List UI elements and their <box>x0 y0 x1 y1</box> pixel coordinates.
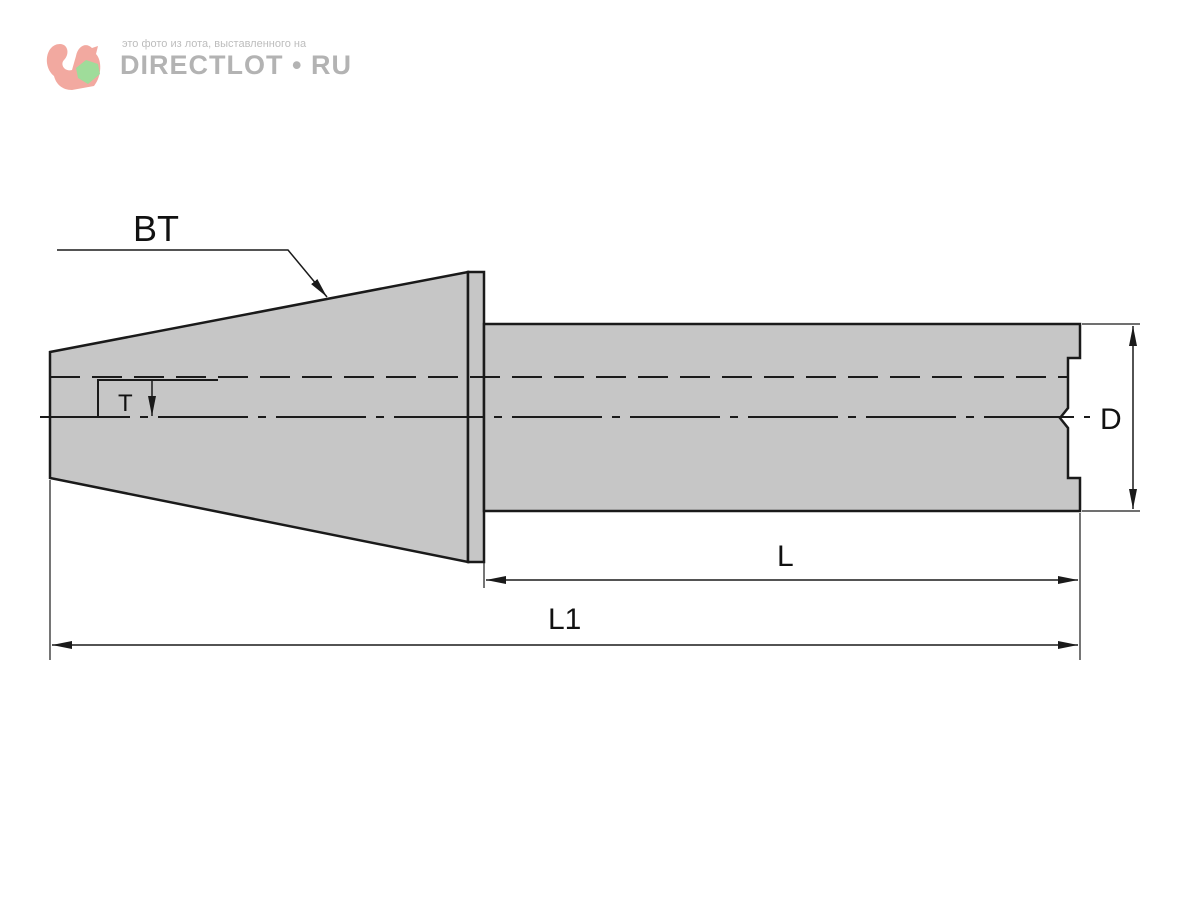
taper-leader <box>57 249 328 298</box>
watermark: это фото из лота, выставленного на DIREC… <box>42 36 351 96</box>
offset-bracket <box>97 379 218 417</box>
offset-label: T <box>118 390 133 417</box>
total-length-label: L1 <box>548 603 581 636</box>
watermark-caption: это фото из лота, выставленного на <box>122 38 307 50</box>
squirrel-logo-icon <box>46 44 101 90</box>
length-label: L <box>777 540 794 573</box>
watermark-brand: DIRECTLOT • RU <box>120 50 352 80</box>
diameter-label: D <box>1100 403 1122 436</box>
taper-label: BT <box>133 208 179 249</box>
